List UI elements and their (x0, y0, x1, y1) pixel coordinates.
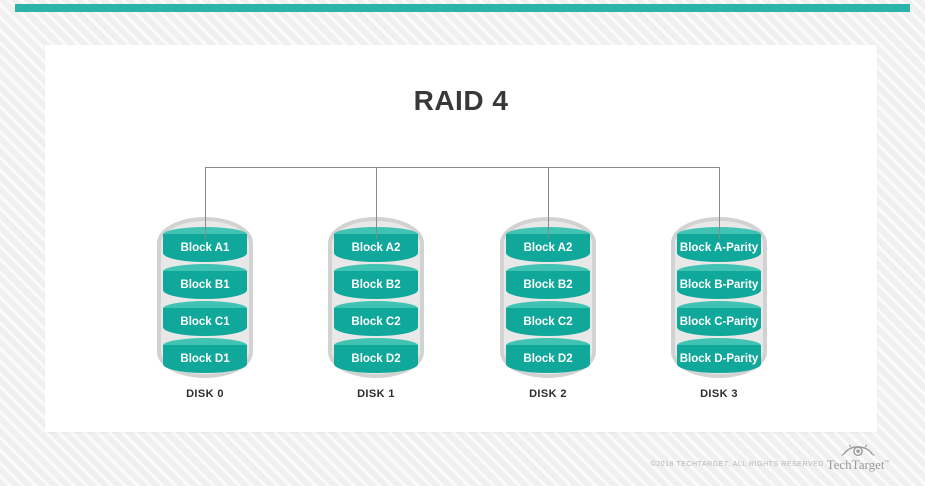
block-label: Block C1 (180, 315, 230, 328)
page-title: RAID 4 (413, 85, 509, 116)
block-body (163, 271, 247, 299)
disk-name-label: DISK 2 (529, 388, 567, 400)
logo-brand-text: TechTarget (826, 457, 885, 472)
block-label: Block D2 (351, 352, 401, 365)
bus-line (205, 167, 720, 168)
block-label: Block B1 (180, 278, 230, 291)
diagram-card: RAID 4 Block A1 Block B1 (45, 45, 877, 432)
disk-casing: Block A2 Block B2 Block C2 Block D2 (328, 217, 424, 378)
drop-line-disk2 (548, 167, 549, 239)
disk-block: Block B2 (506, 264, 590, 299)
disk-group-3: Block A-Parity Block B-Parity Block C-Pa… (671, 217, 767, 400)
block-label: Block A-Parity (679, 241, 759, 254)
block-label: Block B-Parity (679, 278, 759, 291)
logo-wordmark: TechTarget™ (826, 458, 890, 471)
block-label: Block A2 (523, 241, 573, 254)
disk-block: Block D2 (506, 338, 590, 373)
block-body (677, 271, 761, 299)
disk-group-0: Block A1 Block B1 Block C1 Block D1 (157, 217, 253, 400)
trademark-symbol: ™ (884, 460, 890, 466)
disk-name-label: DISK 1 (357, 388, 395, 400)
drop-line-disk3 (719, 167, 720, 239)
block-label: Block D1 (180, 352, 230, 365)
block-body (677, 345, 761, 373)
techtarget-logo: TechTarget™ (826, 442, 890, 471)
block-label: Block A2 (351, 241, 401, 254)
disk-block: Block C2 (334, 301, 418, 336)
block-body (334, 345, 418, 373)
disk-block: Block D-Parity (677, 338, 761, 373)
copyright-text: ©2018 TECHTARGET, ALL RIGHTS RESERVED (650, 461, 824, 468)
block-body (677, 308, 761, 336)
accent-bar (15, 4, 910, 12)
disk-block: Block B2 (334, 264, 418, 299)
disk-block: Block B1 (163, 264, 247, 299)
disk-block: Block D2 (334, 338, 418, 373)
disk-casing: Block A-Parity Block B-Parity Block C-Pa… (671, 217, 767, 378)
block-body (334, 271, 418, 299)
block-body (506, 271, 590, 299)
drop-line-disk1 (376, 167, 377, 239)
disk-block: Block D1 (163, 338, 247, 373)
disk-name-label: DISK 3 (700, 388, 738, 400)
disk-block: Block C1 (163, 301, 247, 336)
disk-casing: Block A1 Block B1 Block C1 Block D1 (157, 217, 253, 378)
disk-block: Block B-Parity (677, 264, 761, 299)
block-label: Block C2 (351, 315, 401, 328)
disk-block: Block A1 (163, 227, 247, 262)
block-body (163, 345, 247, 373)
disk-group-1: Block A2 Block B2 Block C2 Block D2 (328, 217, 424, 400)
block-label: Block C2 (523, 315, 573, 328)
disk-block: Block C2 (506, 301, 590, 336)
block-label: Block D-Parity (679, 352, 759, 365)
block-label: Block D2 (523, 352, 573, 365)
block-label: Block C-Parity (679, 315, 759, 328)
block-body (506, 308, 590, 336)
block-body (163, 308, 247, 336)
block-label: Block B2 (351, 278, 401, 291)
block-label: Block B2 (523, 278, 573, 291)
disk-block: Block C-Parity (677, 301, 761, 336)
drop-line-disk0 (205, 167, 206, 239)
block-body (334, 308, 418, 336)
eye-icon (841, 444, 875, 457)
disk-group-2: Block A2 Block B2 Block C2 Block D2 (500, 217, 596, 400)
disk-name-label: DISK 0 (186, 388, 224, 400)
block-body (506, 345, 590, 373)
disk-casing: Block A2 Block B2 Block C2 Block D2 (500, 217, 596, 378)
block-label: Block A1 (180, 241, 230, 254)
